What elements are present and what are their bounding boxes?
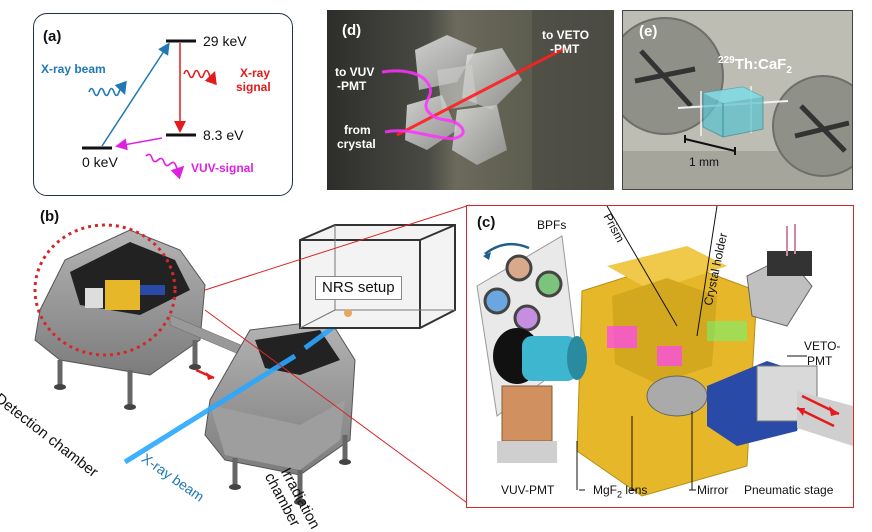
mgf2-pre: MgF xyxy=(593,483,617,497)
nrs-setup-box: NRS setup xyxy=(315,276,402,300)
vuv-pmt-label: VUV-PMT xyxy=(501,483,555,497)
isotope-main: Th:CaF xyxy=(734,56,787,73)
vuv-beam xyxy=(381,69,465,140)
xray-beam-label: X-ray beam xyxy=(41,62,106,76)
mirror-label: Mirror xyxy=(697,483,729,497)
panel-d-label: (d) xyxy=(342,22,362,39)
panel-a-label: (a) xyxy=(43,28,62,45)
panel-e: (e) 229Th:CaF2 1 mm xyxy=(622,10,853,190)
xray-signal-label-2: signal xyxy=(236,80,271,94)
panel-e-label: (e) xyxy=(639,23,658,40)
panel-a: (a) 29 keV 8.3 eV 0 keV X-ray beam X-ray… xyxy=(33,13,293,196)
setup-overview-render xyxy=(33,204,470,506)
mgf2-sub: 2 xyxy=(617,489,623,500)
to-veto-label-1: to VETO xyxy=(542,28,590,42)
xray-signal-label-1: X-ray xyxy=(240,66,271,80)
from-crystal-label-2: crystal xyxy=(337,137,376,151)
panel-d: (d) to VETO -PMT to VUV -PMT from crysta… xyxy=(327,10,614,190)
veto-pmt-label-2: PMT xyxy=(807,354,833,368)
veto-beam xyxy=(396,46,566,137)
scale-bar xyxy=(684,138,736,152)
nrs-setup-label: NRS setup xyxy=(322,279,395,296)
isotope-sub: 2 xyxy=(786,65,792,76)
excitation-arrow xyxy=(101,42,170,147)
prism-render xyxy=(327,10,614,190)
to-vuv-label-1: to VUV xyxy=(335,65,375,79)
mgf2-post: lens xyxy=(622,483,648,497)
scale-label: 1 mm xyxy=(689,155,719,169)
panel-b-label: (b) xyxy=(40,208,60,225)
isotope-sup: 229 xyxy=(718,55,735,66)
veto-pmt-label-1: VETO- xyxy=(804,339,841,353)
mgf2-lens-label: MgF2 lens xyxy=(593,483,647,499)
vuv-signal-label: VUV-signal xyxy=(191,161,254,175)
to-veto-label-2: -PMT xyxy=(550,42,580,56)
pneumatic-stage-label: Pneumatic stage xyxy=(744,483,834,497)
bpfs-label: BPFs xyxy=(537,218,567,232)
panel-c: (c) BPFs Prism Crystal holder VETO- PMT … xyxy=(466,205,854,508)
vuv-signal-wave xyxy=(145,153,185,180)
detection-setup-render xyxy=(476,206,853,497)
detection-highlight xyxy=(33,223,177,357)
panel-c-label: (c) xyxy=(477,214,496,231)
from-crystal-label-1: from xyxy=(344,123,371,137)
xray-beam-wave xyxy=(88,80,127,97)
energy-level-diagram xyxy=(82,39,217,180)
to-vuv-label-2: -PMT xyxy=(337,79,367,93)
crystal-holder-render xyxy=(623,11,852,189)
xray-signal-wave xyxy=(183,69,217,86)
level-mid-label: 8.3 eV xyxy=(203,127,244,143)
xray-beam-line xyxy=(123,353,297,465)
vuv-transition-arrow xyxy=(115,137,163,151)
panel-b: (b) NRS setup Detection chamber Irradiat… xyxy=(0,200,470,532)
level-high-label: 29 keV xyxy=(203,33,247,49)
isotope-label: 229Th:CaF2 xyxy=(718,55,792,76)
level-low-label: 0 keV xyxy=(82,154,118,170)
